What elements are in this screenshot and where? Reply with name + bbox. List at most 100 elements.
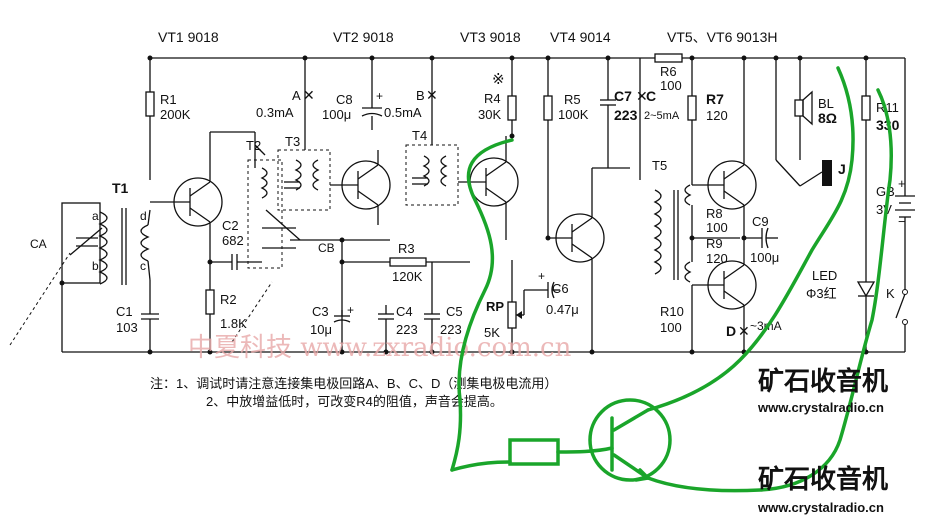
c8-plus: + bbox=[376, 89, 383, 103]
brand-logo-top: 矿石收音机 www.crystalradio.cn bbox=[757, 366, 888, 415]
vt2-transistor bbox=[330, 150, 391, 225]
vt3-transistor bbox=[458, 136, 519, 240]
vt4-label: VT4 9014 bbox=[550, 29, 611, 45]
r3-resistor bbox=[342, 257, 470, 267]
r6-name: R6 bbox=[660, 64, 677, 79]
led-name: LED bbox=[812, 268, 837, 283]
r9-value: 120 bbox=[706, 251, 728, 266]
ca-label: CA bbox=[30, 237, 47, 251]
vt6-transistor bbox=[692, 238, 757, 352]
t5-label: T5 bbox=[652, 158, 667, 173]
led-value: Φ3红 bbox=[806, 286, 837, 301]
brand-logo-bottom: 矿石收音机 www.crystalradio.cn bbox=[757, 464, 888, 515]
c6-plus: + bbox=[538, 269, 545, 283]
point-c-current: 2~5mA bbox=[644, 110, 680, 122]
r5-value: 100K bbox=[558, 107, 589, 122]
gang-link-ca bbox=[9, 252, 71, 346]
r4-resistor bbox=[507, 58, 517, 136]
c9-name: C9 bbox=[752, 214, 769, 229]
c6-capacitor bbox=[524, 281, 560, 299]
t3-label: T3 bbox=[285, 134, 300, 149]
c2-name: C2 bbox=[222, 218, 239, 233]
rp-value: 5K bbox=[484, 325, 500, 340]
vt1-label: VT1 9018 bbox=[158, 29, 219, 45]
r2-name: R2 bbox=[220, 292, 237, 307]
c7-value: 223 bbox=[614, 107, 638, 123]
c3-capacitor bbox=[333, 310, 351, 323]
speaker-bl bbox=[794, 58, 813, 160]
point-a-cross: ✕ bbox=[303, 87, 315, 103]
r6-resistor bbox=[654, 53, 683, 63]
switch-label: K bbox=[886, 286, 895, 301]
c4-name: C4 bbox=[396, 304, 413, 319]
brand-name-top: 矿石收音机 bbox=[758, 366, 888, 396]
point-c-cross: ✕ bbox=[636, 88, 648, 104]
point-a-current: 0.3mA bbox=[256, 105, 294, 120]
bl-name: BL bbox=[818, 96, 834, 111]
r2-resistor bbox=[205, 289, 215, 352]
t4-label: T4 bbox=[412, 128, 427, 143]
point-b-current: 0.5mA bbox=[384, 105, 422, 120]
r1-value: 200K bbox=[160, 107, 191, 122]
point-a-label: A bbox=[292, 88, 301, 103]
jack-label: J bbox=[838, 161, 846, 177]
vt1-transistor bbox=[150, 131, 255, 290]
c1-name: C1 bbox=[116, 304, 133, 319]
gb-minus: − bbox=[898, 214, 906, 229]
vt5-transistor bbox=[692, 58, 757, 238]
c7-capacitor bbox=[600, 58, 616, 168]
note-line-2: 2、中放增益低时，可改变R4的阻值，声音会提高。 bbox=[206, 394, 503, 409]
c1-value: 103 bbox=[116, 320, 138, 335]
c2-capacitor bbox=[210, 254, 262, 270]
t3-if-transformer bbox=[277, 149, 331, 211]
c8-capacitor bbox=[361, 58, 383, 130]
r6-value: 100 bbox=[660, 78, 682, 93]
c3-name: C3 bbox=[312, 304, 329, 319]
vt4-transistor bbox=[548, 167, 630, 352]
c9-value: 100μ bbox=[750, 250, 779, 265]
c4-capacitor bbox=[378, 305, 394, 352]
green-annotation-overlay bbox=[450, 66, 893, 493]
c1-capacitor bbox=[141, 280, 159, 352]
c7-name: C7 bbox=[614, 88, 632, 104]
t5-transformer bbox=[653, 184, 692, 283]
coil-a-label: a bbox=[92, 209, 99, 223]
rp-name: RP bbox=[486, 299, 504, 314]
vt2-label: VT2 9018 bbox=[333, 29, 394, 45]
r9-name: R9 bbox=[706, 236, 723, 251]
r7-value: 120 bbox=[706, 108, 728, 123]
r8-r9-resistors bbox=[691, 205, 740, 262]
r4-mark: ※ bbox=[492, 71, 505, 88]
c5-value: 223 bbox=[440, 322, 462, 337]
c3-value: 10μ bbox=[310, 322, 332, 337]
r5-resistor bbox=[543, 58, 553, 240]
t4-if-transformer bbox=[405, 144, 459, 206]
c5-capacitor bbox=[424, 262, 440, 352]
battery-gb bbox=[895, 58, 915, 290]
c2-value: 682 bbox=[222, 233, 244, 248]
r3-name: R3 bbox=[398, 241, 415, 256]
gb-plus: + bbox=[898, 176, 906, 191]
r10-name: R10 bbox=[660, 304, 684, 319]
coil-c-label: c bbox=[140, 259, 146, 273]
c4-value: 223 bbox=[396, 322, 418, 337]
r8-name: R8 bbox=[706, 206, 723, 221]
point-d-label: D bbox=[726, 323, 736, 339]
point-c-label: C bbox=[646, 88, 656, 104]
rp-potentiometer bbox=[507, 260, 525, 352]
r4-value: 30K bbox=[478, 107, 501, 122]
vt3-label: VT3 9018 bbox=[460, 29, 521, 45]
r3-value: 120K bbox=[392, 269, 423, 284]
c3-plus: + bbox=[347, 303, 354, 317]
earphone-jack bbox=[775, 58, 832, 187]
junction-dots bbox=[59, 55, 869, 355]
point-d-cross: ✕ bbox=[738, 323, 750, 339]
t1-label: T1 bbox=[112, 180, 129, 196]
r2-value: 1.8K bbox=[220, 316, 247, 331]
c6-value: 0.47μ bbox=[546, 302, 579, 317]
r1-name: R1 bbox=[160, 92, 177, 107]
c6-name: C6 bbox=[552, 281, 569, 296]
cb-label: CB bbox=[318, 241, 335, 255]
